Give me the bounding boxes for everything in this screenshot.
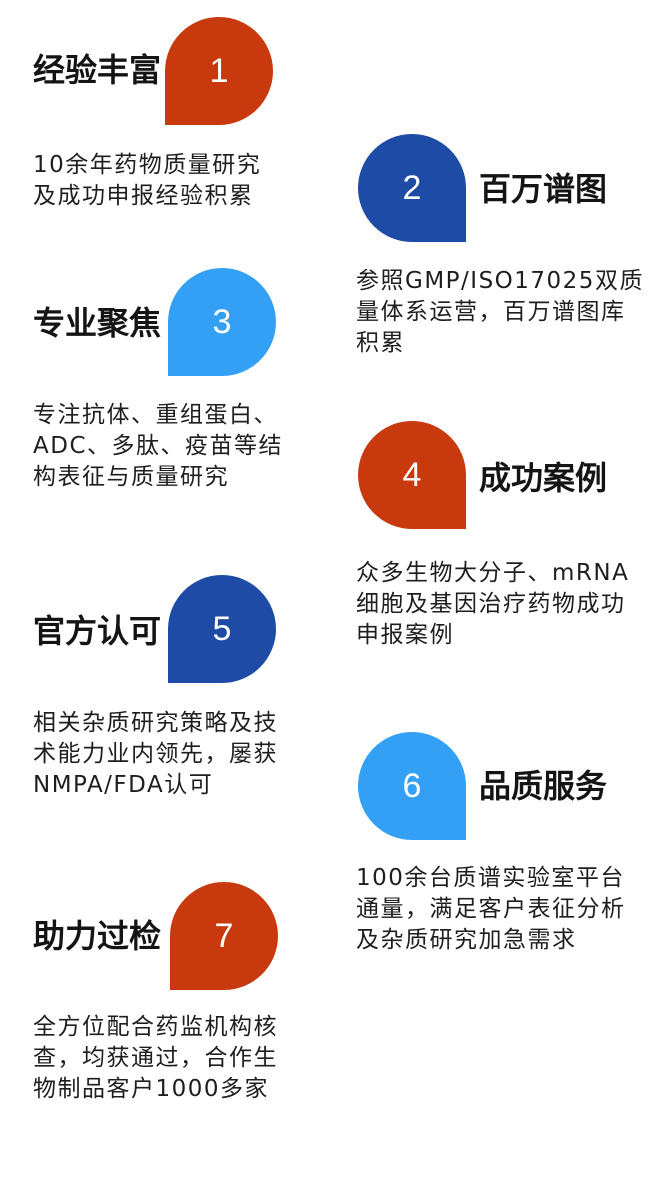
feature-title-6: 品质服务	[479, 767, 608, 805]
feature-desc-3-line-3: 构表征与质量研究	[33, 464, 229, 490]
badge-3: 3	[168, 268, 276, 376]
feature-desc-2-line-1: 参照GMP/ISO17025双质	[356, 268, 644, 294]
feature-desc-3: 专注抗体、重组蛋白、 ADC、多肽、疫苗等结 构表征与质量研究	[33, 400, 283, 493]
badge-7: 7	[170, 882, 278, 990]
badge-5: 5	[168, 575, 276, 683]
feature-desc-4-line-1: 众多生物大分子、mRNA	[356, 560, 630, 586]
feature-desc-4: 众多生物大分子、mRNA 细胞及基因治疗药物成功 申报案例	[356, 558, 629, 651]
feature-desc-7: 全方位配合药监机构核 查，均获通过，合作生 物制品客户1000多家	[33, 1012, 278, 1105]
feature-title-2: 百万谱图	[479, 170, 608, 208]
feature-desc-6-line-1: 100余台质谱实验室平台	[356, 865, 625, 891]
badge-6: 6	[358, 732, 466, 840]
feature-desc-1-line-2: 及成功申报经验积累	[33, 183, 254, 209]
feature-desc-5-line-1: 相关杂质研究策略及技	[33, 710, 278, 736]
feature-title-7: 助力过检	[33, 917, 162, 955]
feature-desc-4-line-2: 细胞及基因治疗药物成功	[356, 591, 626, 617]
feature-desc-1: 10余年药物质量研究 及成功申报经验积累	[33, 150, 261, 212]
feature-title-3: 专业聚焦	[33, 304, 162, 342]
feature-desc-3-line-2: ADC、多肽、疫苗等结	[33, 433, 284, 459]
feature-desc-6-line-2: 通量，满足客户表征分析	[356, 896, 626, 922]
badge-1: 1	[165, 17, 273, 125]
feature-title-1: 经验丰富	[33, 51, 162, 89]
feature-title-4: 成功案例	[479, 459, 608, 497]
feature-desc-2-line-3: 积累	[356, 330, 405, 356]
feature-desc-3-line-1: 专注抗体、重组蛋白、	[33, 402, 278, 428]
badge-2: 2	[358, 134, 466, 242]
badge-4: 4	[358, 421, 466, 529]
feature-desc-1-line-1: 10余年药物质量研究	[33, 152, 262, 178]
feature-desc-7-line-1: 全方位配合药监机构核	[33, 1014, 278, 1040]
feature-title-5: 官方认可	[33, 612, 162, 650]
feature-desc-5: 相关杂质研究策略及技 术能力业内领先，屡获 NMPA/FDA认可	[33, 708, 278, 801]
feature-desc-2-line-2: 量体系运营，百万谱图库	[356, 299, 626, 325]
feature-desc-6: 100余台质谱实验室平台 通量，满足客户表征分析 及杂质研究加急需求	[356, 863, 626, 956]
feature-desc-7-line-2: 查，均获通过，合作生	[33, 1045, 278, 1071]
feature-desc-6-line-3: 及杂质研究加急需求	[356, 927, 577, 953]
feature-desc-2: 参照GMP/ISO17025双质 量体系运营，百万谱图库 积累	[356, 266, 644, 359]
feature-desc-5-line-3: NMPA/FDA认可	[33, 772, 214, 798]
feature-desc-4-line-3: 申报案例	[356, 622, 454, 648]
feature-desc-5-line-2: 术能力业内领先，屡获	[33, 741, 278, 767]
feature-desc-7-line-3: 物制品客户1000多家	[33, 1076, 270, 1102]
